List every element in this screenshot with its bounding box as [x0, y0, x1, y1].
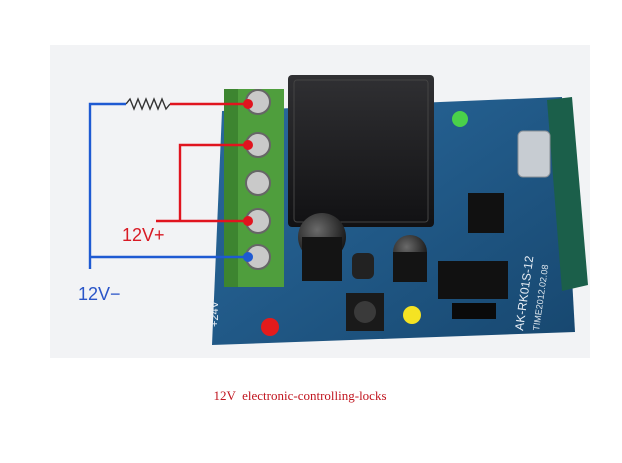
caption: 12V electronic-controlling-locks [213, 388, 387, 403]
led-icon [261, 318, 279, 336]
wiring-illustration: +24V AK-RK01S-12 TIME2012.02.08 12V+ 12V… [78, 75, 588, 345]
rf-module [547, 97, 588, 291]
transistor [352, 253, 374, 279]
negative-wire [88, 102, 126, 269]
board-voltage-label: +24V [209, 300, 221, 327]
led-icon [403, 306, 421, 324]
ic-chip-lower [438, 261, 508, 299]
negative-label: 12V− [78, 284, 121, 304]
ic-chip-upper [468, 193, 504, 233]
jumper-header [452, 303, 496, 319]
positive-wire [178, 143, 248, 221]
positive-label: 12V+ [122, 225, 165, 245]
led-icon [452, 111, 468, 127]
relay-icon [288, 75, 434, 227]
capacitor-small [393, 252, 427, 282]
terminal-block-icon [224, 89, 284, 287]
board-photo: +24V AK-RK01S-12 TIME2012.02.08 12V+ 12V… [50, 45, 590, 358]
crystal-oscillator [517, 130, 551, 178]
resistor-icon [125, 97, 171, 111]
